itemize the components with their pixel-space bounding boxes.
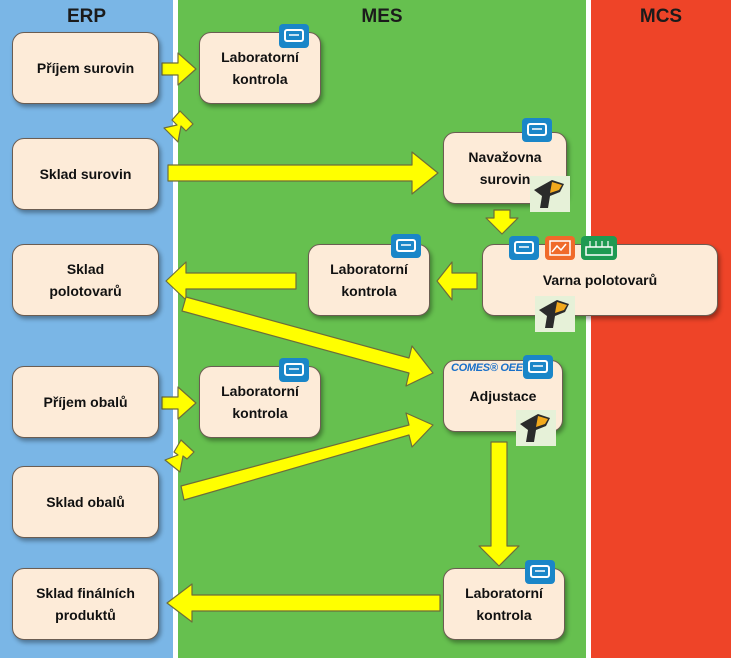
box-prijem-obalu[interactable]: Příjem obalů <box>12 366 159 438</box>
arrow-prijem-obalu-to-lab3 <box>161 386 197 420</box>
arrow-adjustace-to-lab4 <box>478 441 520 567</box>
box-laboratorni-kontrola-4[interactable]: Laboratorní kontrola <box>443 568 565 640</box>
arrow-lab2-to-sklad-polotovaru <box>165 261 297 301</box>
arrow-varna-to-lab2 <box>436 261 478 301</box>
box-label: Sklad polotovarů <box>49 261 122 299</box>
mes-lane-title: MES <box>361 6 403 27</box>
box-label: Varna polotovarů <box>542 272 658 288</box>
lane-divider <box>586 0 591 658</box>
monitor-icon <box>509 236 539 260</box>
box-sklad-obalu[interactable]: Sklad obalů <box>12 466 159 538</box>
erp-lane: ERP <box>0 0 173 658</box>
lane-divider <box>173 0 178 658</box>
mcs-lane: MCS <box>591 0 731 658</box>
arrow-navazovna-to-varna <box>485 209 519 235</box>
box-laboratorni-kontrola-1[interactable]: Laboratorní kontrola <box>199 32 321 104</box>
box-sklad-surovin[interactable]: Sklad surovin <box>12 138 159 210</box>
monitor-icon <box>279 24 309 48</box>
monitor-icon <box>525 560 555 584</box>
barcode-scanner-icon <box>535 296 575 332</box>
barcode-scanner-icon <box>530 176 570 212</box>
mcs-lane-title: MCS <box>639 6 683 27</box>
monitor-icon <box>279 358 309 382</box>
box-label: Laboratorní kontrola <box>330 261 408 299</box>
box-label: Navažovna surovin <box>468 149 542 187</box>
comes-oee-logo: COMES® OEE <box>451 362 523 374</box>
arrow-sklad-to-navazovna <box>167 151 439 195</box>
box-label: Laboratorní kontrola <box>221 49 299 87</box>
monitor-icon <box>522 118 552 142</box>
box-label: Příjem obalů <box>43 394 128 410</box>
box-label: Laboratorní kontrola <box>465 585 543 623</box>
arrow-prijem-to-lab <box>161 52 197 86</box>
arrow-lab3-to-sklad-obalu <box>164 439 195 473</box>
box-label: Sklad obalů <box>46 494 125 510</box>
monitor-icon <box>523 355 553 379</box>
erp-lane-title: ERP <box>66 6 107 27</box>
box-label: Příjem surovin <box>36 60 135 76</box>
monitor-icon <box>391 234 421 258</box>
box-prijem-surovin[interactable]: Příjem surovin <box>12 32 159 104</box>
control-panel-icon <box>581 236 617 260</box>
box-label: Sklad finálních produktů <box>36 585 135 623</box>
box-label: Sklad surovin <box>39 166 132 182</box>
arrow-polotovary-to-adjustace <box>181 296 434 387</box>
barcode-scanner-icon <box>516 410 556 446</box>
box-sklad-finalnich-produktu[interactable]: Sklad finálních produktů <box>12 568 159 640</box>
box-sklad-polotovaru[interactable]: Sklad polotovarů <box>12 244 159 316</box>
arrow-lab-to-sklad-surovin <box>163 110 194 143</box>
arrow-obaly-to-adjustace <box>180 412 434 501</box>
box-label: Laboratorní kontrola <box>221 383 299 421</box>
box-label: Adjustace <box>469 388 537 404</box>
arrow-lab4-to-sklad-finalnich <box>166 583 441 623</box>
chart-icon <box>545 236 575 260</box>
